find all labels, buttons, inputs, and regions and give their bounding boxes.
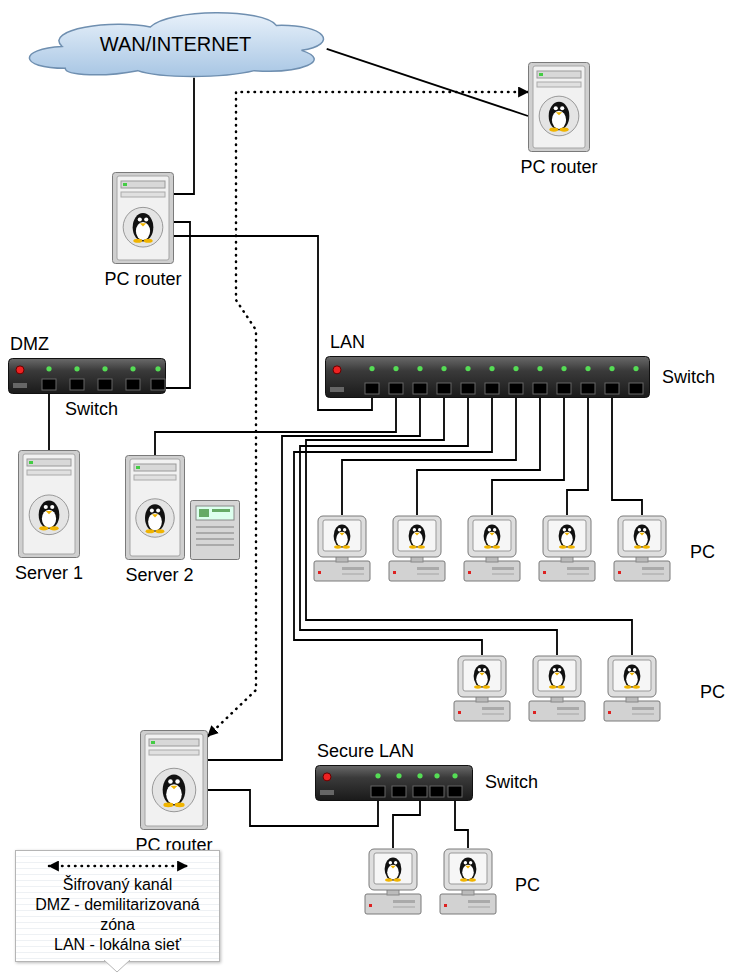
server: Server 2: [125, 455, 240, 560]
switch-icon: [8, 358, 166, 394]
node-label: PC router: [104, 268, 181, 290]
server-with-ups-icon: [125, 455, 240, 560]
network-switch: Secure LANSwitch: [315, 765, 473, 801]
pc-group: PC: [363, 848, 498, 916]
pc-group: PC: [312, 515, 672, 583]
network-cable: [327, 49, 528, 116]
callout-pointer: [104, 960, 130, 973]
node-label: PC: [690, 541, 715, 563]
node-sublabel: Switch: [485, 771, 538, 793]
legend-definition: LAN - lokálna sieť: [24, 935, 211, 955]
legend-sample-line: [43, 859, 193, 873]
network-cable: [174, 78, 194, 194]
node-label: Server 1: [15, 562, 83, 584]
network-cable: [48, 394, 50, 450]
pc-icons: [452, 655, 662, 723]
switch-icon: [315, 765, 473, 801]
switch-icon: [325, 356, 650, 398]
legend-text: Šifrovaný kanál: [24, 875, 211, 895]
router-pc: PC router: [112, 172, 174, 264]
pc-icons: [312, 515, 672, 583]
node-label: DMZ: [10, 333, 49, 355]
router-pc: PC router: [140, 730, 208, 830]
pc-icons: [363, 848, 498, 916]
server-tower-icon: [528, 62, 590, 152]
node-label: PC router: [520, 156, 597, 178]
internet-cloud: WAN/INTERNET: [18, 2, 333, 80]
server-tower-icon: [18, 450, 80, 558]
legend-box: Šifrovaný kanálDMZ - demilitarizovaná zó…: [15, 850, 220, 962]
node-sublabel: Switch: [662, 366, 715, 388]
node-label: Secure LAN: [317, 740, 414, 762]
legend-definition: DMZ - demilitarizovaná zóna: [24, 895, 211, 935]
network-cable: [208, 398, 420, 760]
node-label: WAN/INTERNET: [100, 32, 251, 56]
network-cable: [393, 801, 468, 848]
node-label: PC: [515, 874, 540, 896]
node-label: Server 2: [125, 564, 193, 586]
network-switch: DMZSwitch: [8, 358, 166, 394]
node-label: PC: [700, 681, 725, 703]
router-pc: PC router: [528, 62, 590, 152]
server-tower-icon: [140, 730, 208, 830]
server-tower-icon: [112, 172, 174, 264]
node-sublabel: Switch: [65, 398, 118, 420]
node-label: LAN: [330, 331, 365, 353]
network-switch: LANSwitch: [325, 356, 650, 398]
pc-group: PC: [452, 655, 662, 723]
server: Server 1: [18, 450, 80, 558]
